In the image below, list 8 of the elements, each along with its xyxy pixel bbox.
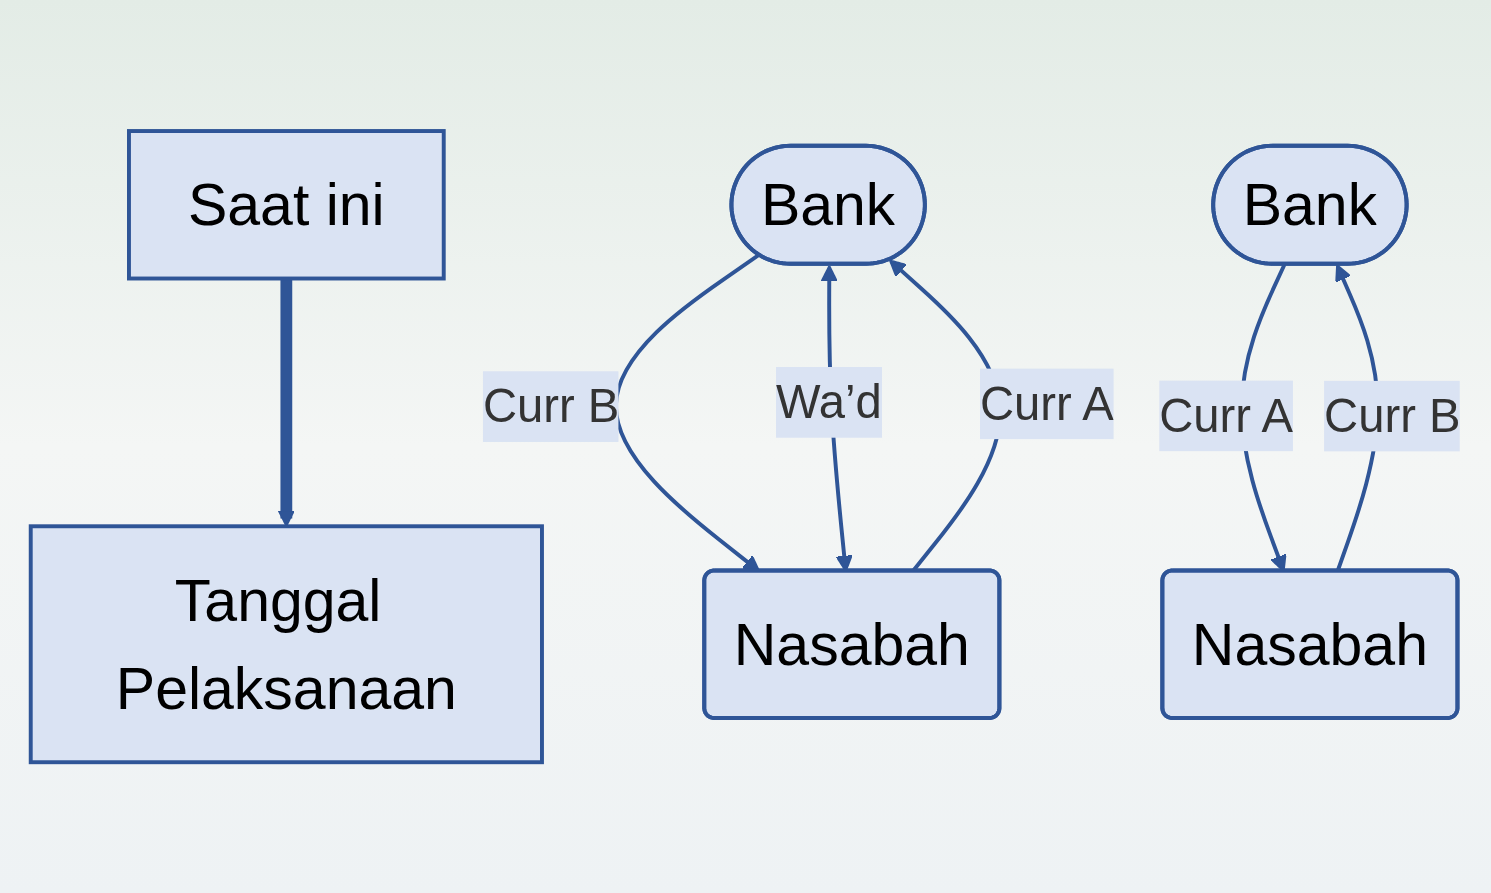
edge-label: Curr A <box>979 376 1114 430</box>
node-box: Saat ini <box>126 128 446 281</box>
arrow <box>277 278 295 527</box>
edge-label: Curr B <box>482 378 620 432</box>
node-box: Tanggal Pelaksanaan <box>28 524 544 765</box>
edge-label: Wa’d <box>775 374 882 428</box>
edge-label: Curr B <box>1324 388 1461 442</box>
edge-label: Curr A <box>1159 388 1293 442</box>
